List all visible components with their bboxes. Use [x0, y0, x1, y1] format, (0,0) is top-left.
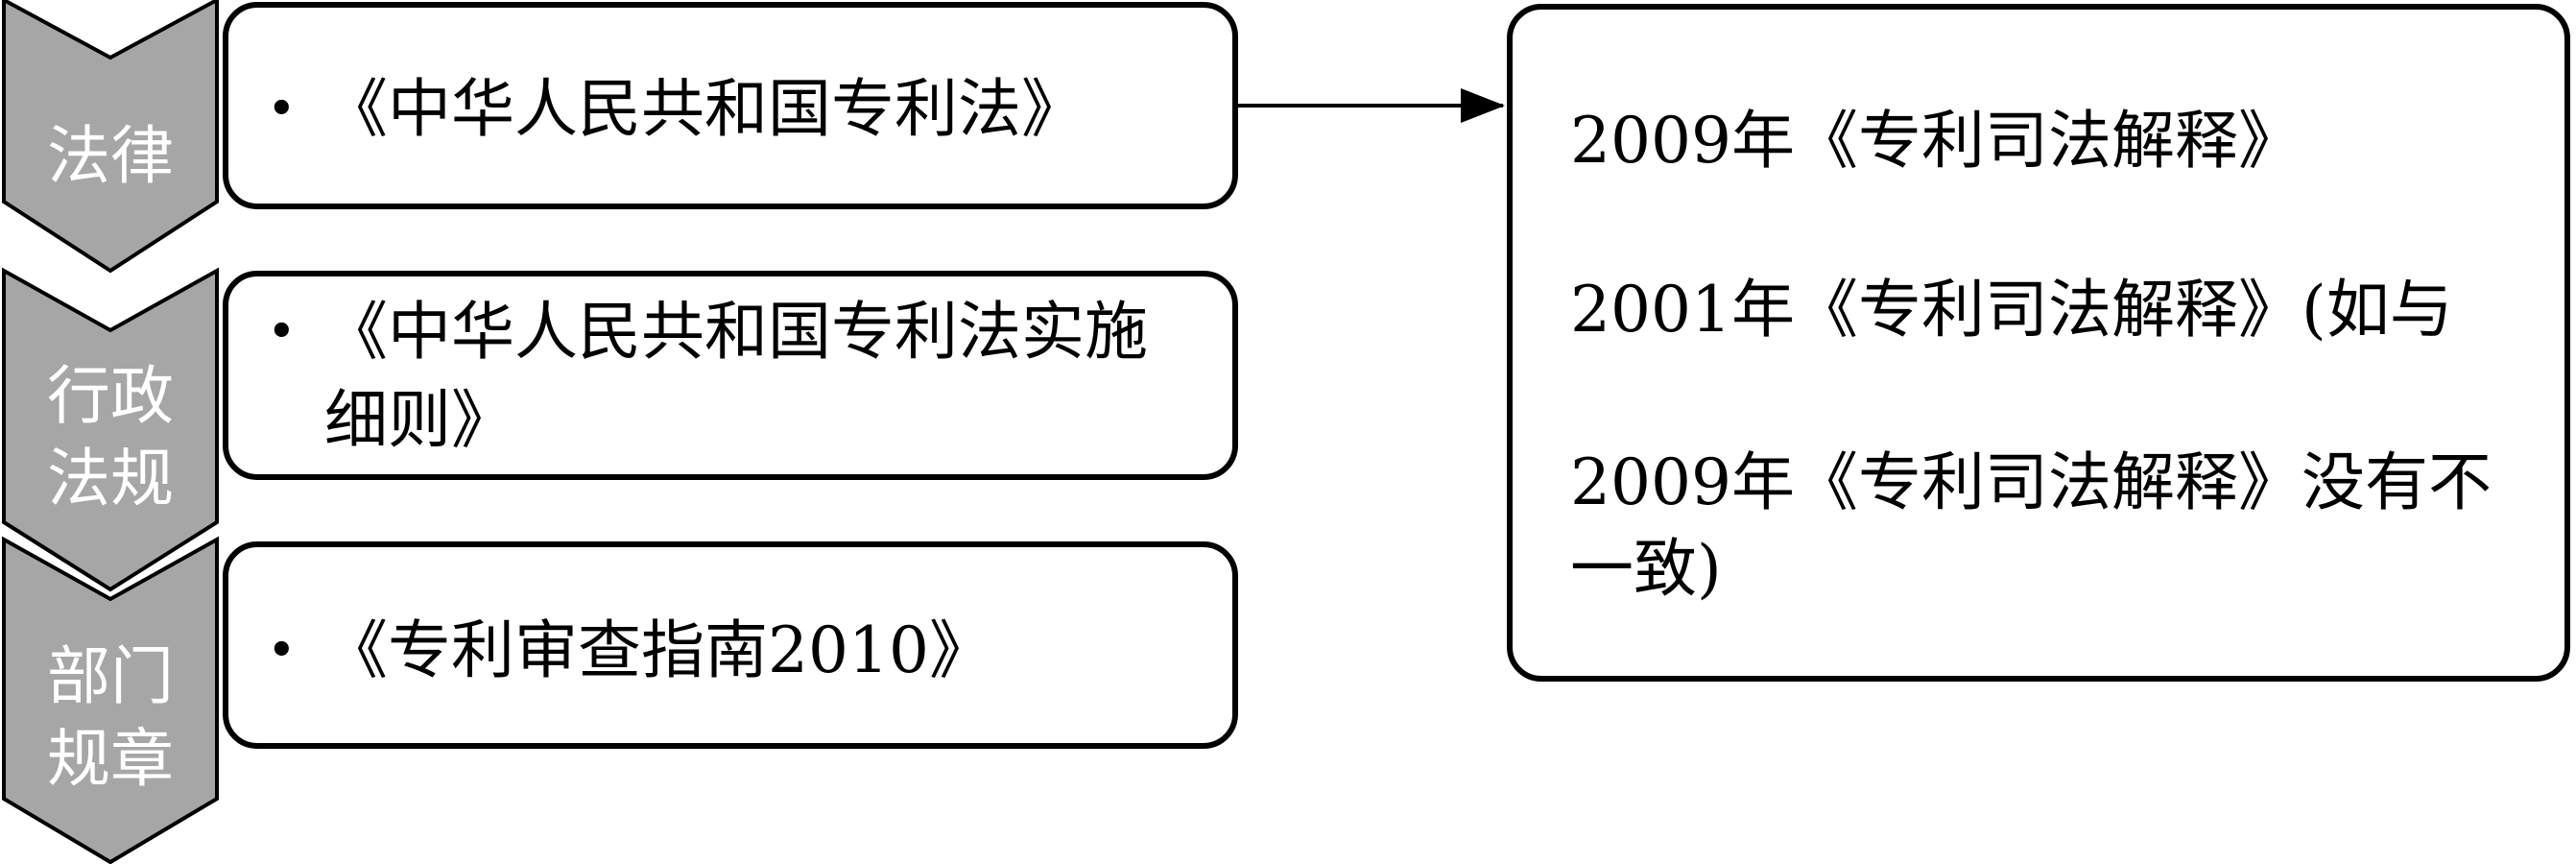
- level-label-departmental-rules: 部门 规章: [0, 636, 221, 801]
- item-text-patent-law: 《中华人民共和国专利法》: [324, 72, 1085, 146]
- list-item: • 《中华人民共和国专利法》: [267, 65, 1213, 154]
- item-text-examination-guidelines: 《专利审查指南2010》: [324, 613, 992, 687]
- chevron-admin-shape: [1, 267, 219, 592]
- bullet-icon: •: [267, 622, 297, 680]
- list-item: • 《中华人民共和国专利法实施 细则》: [267, 288, 1213, 465]
- level-label-administrative-regulations: 行政 法规: [0, 355, 221, 520]
- level-label-law-line-1: 法律: [47, 119, 174, 193]
- chevron-dept-shape: [1, 536, 219, 864]
- bullet-icon: •: [267, 303, 297, 361]
- interpretation-box: 2009年《专利司法解释》 2001年《专利司法解释》(如与 2009年《专利司…: [1507, 4, 2570, 682]
- item-box-departmental-rules: • 《专利审查指南2010》: [223, 541, 1238, 749]
- interpretation-line-4: 一致): [1570, 532, 1722, 606]
- chevron-administrative-regulations: 行政 法规: [0, 267, 221, 593]
- list-item: • 《专利审查指南2010》: [267, 607, 1213, 695]
- level-label-dept-line-2: 规章: [47, 722, 174, 796]
- item-text-implementing-rules: 《中华人民共和国专利法实施 细则》: [324, 288, 1148, 465]
- level-label-dept-line-1: 部门: [47, 639, 174, 713]
- level-label-admin-line-2: 法规: [47, 442, 174, 516]
- interpretation-line-1: 2009年《专利司法解释》: [1570, 104, 2302, 178]
- item-box-administrative-regulations: • 《中华人民共和国专利法实施 细则》: [223, 271, 1238, 480]
- chevron-law: 法律: [0, 0, 221, 275]
- level-label-law: 法律: [0, 115, 221, 198]
- interpretation-line-2: 2001年《专利司法解释》(如与: [1570, 273, 2453, 347]
- item-text-implementing-rules-line-1: 《中华人民共和国专利法实施: [324, 295, 1148, 369]
- item-box-law: • 《中华人民共和国专利法》: [223, 2, 1238, 209]
- item-text-implementing-rules-line-2: 细则》: [324, 383, 514, 457]
- interpretation-line-3: 2009年《专利司法解释》没有不: [1570, 445, 2492, 519]
- bullet-icon: •: [267, 81, 297, 138]
- chevron-departmental-rules: 部门 规章: [0, 536, 221, 864]
- level-label-admin-line-1: 行政: [47, 359, 174, 433]
- chevron-law-shape: [2, 0, 219, 274]
